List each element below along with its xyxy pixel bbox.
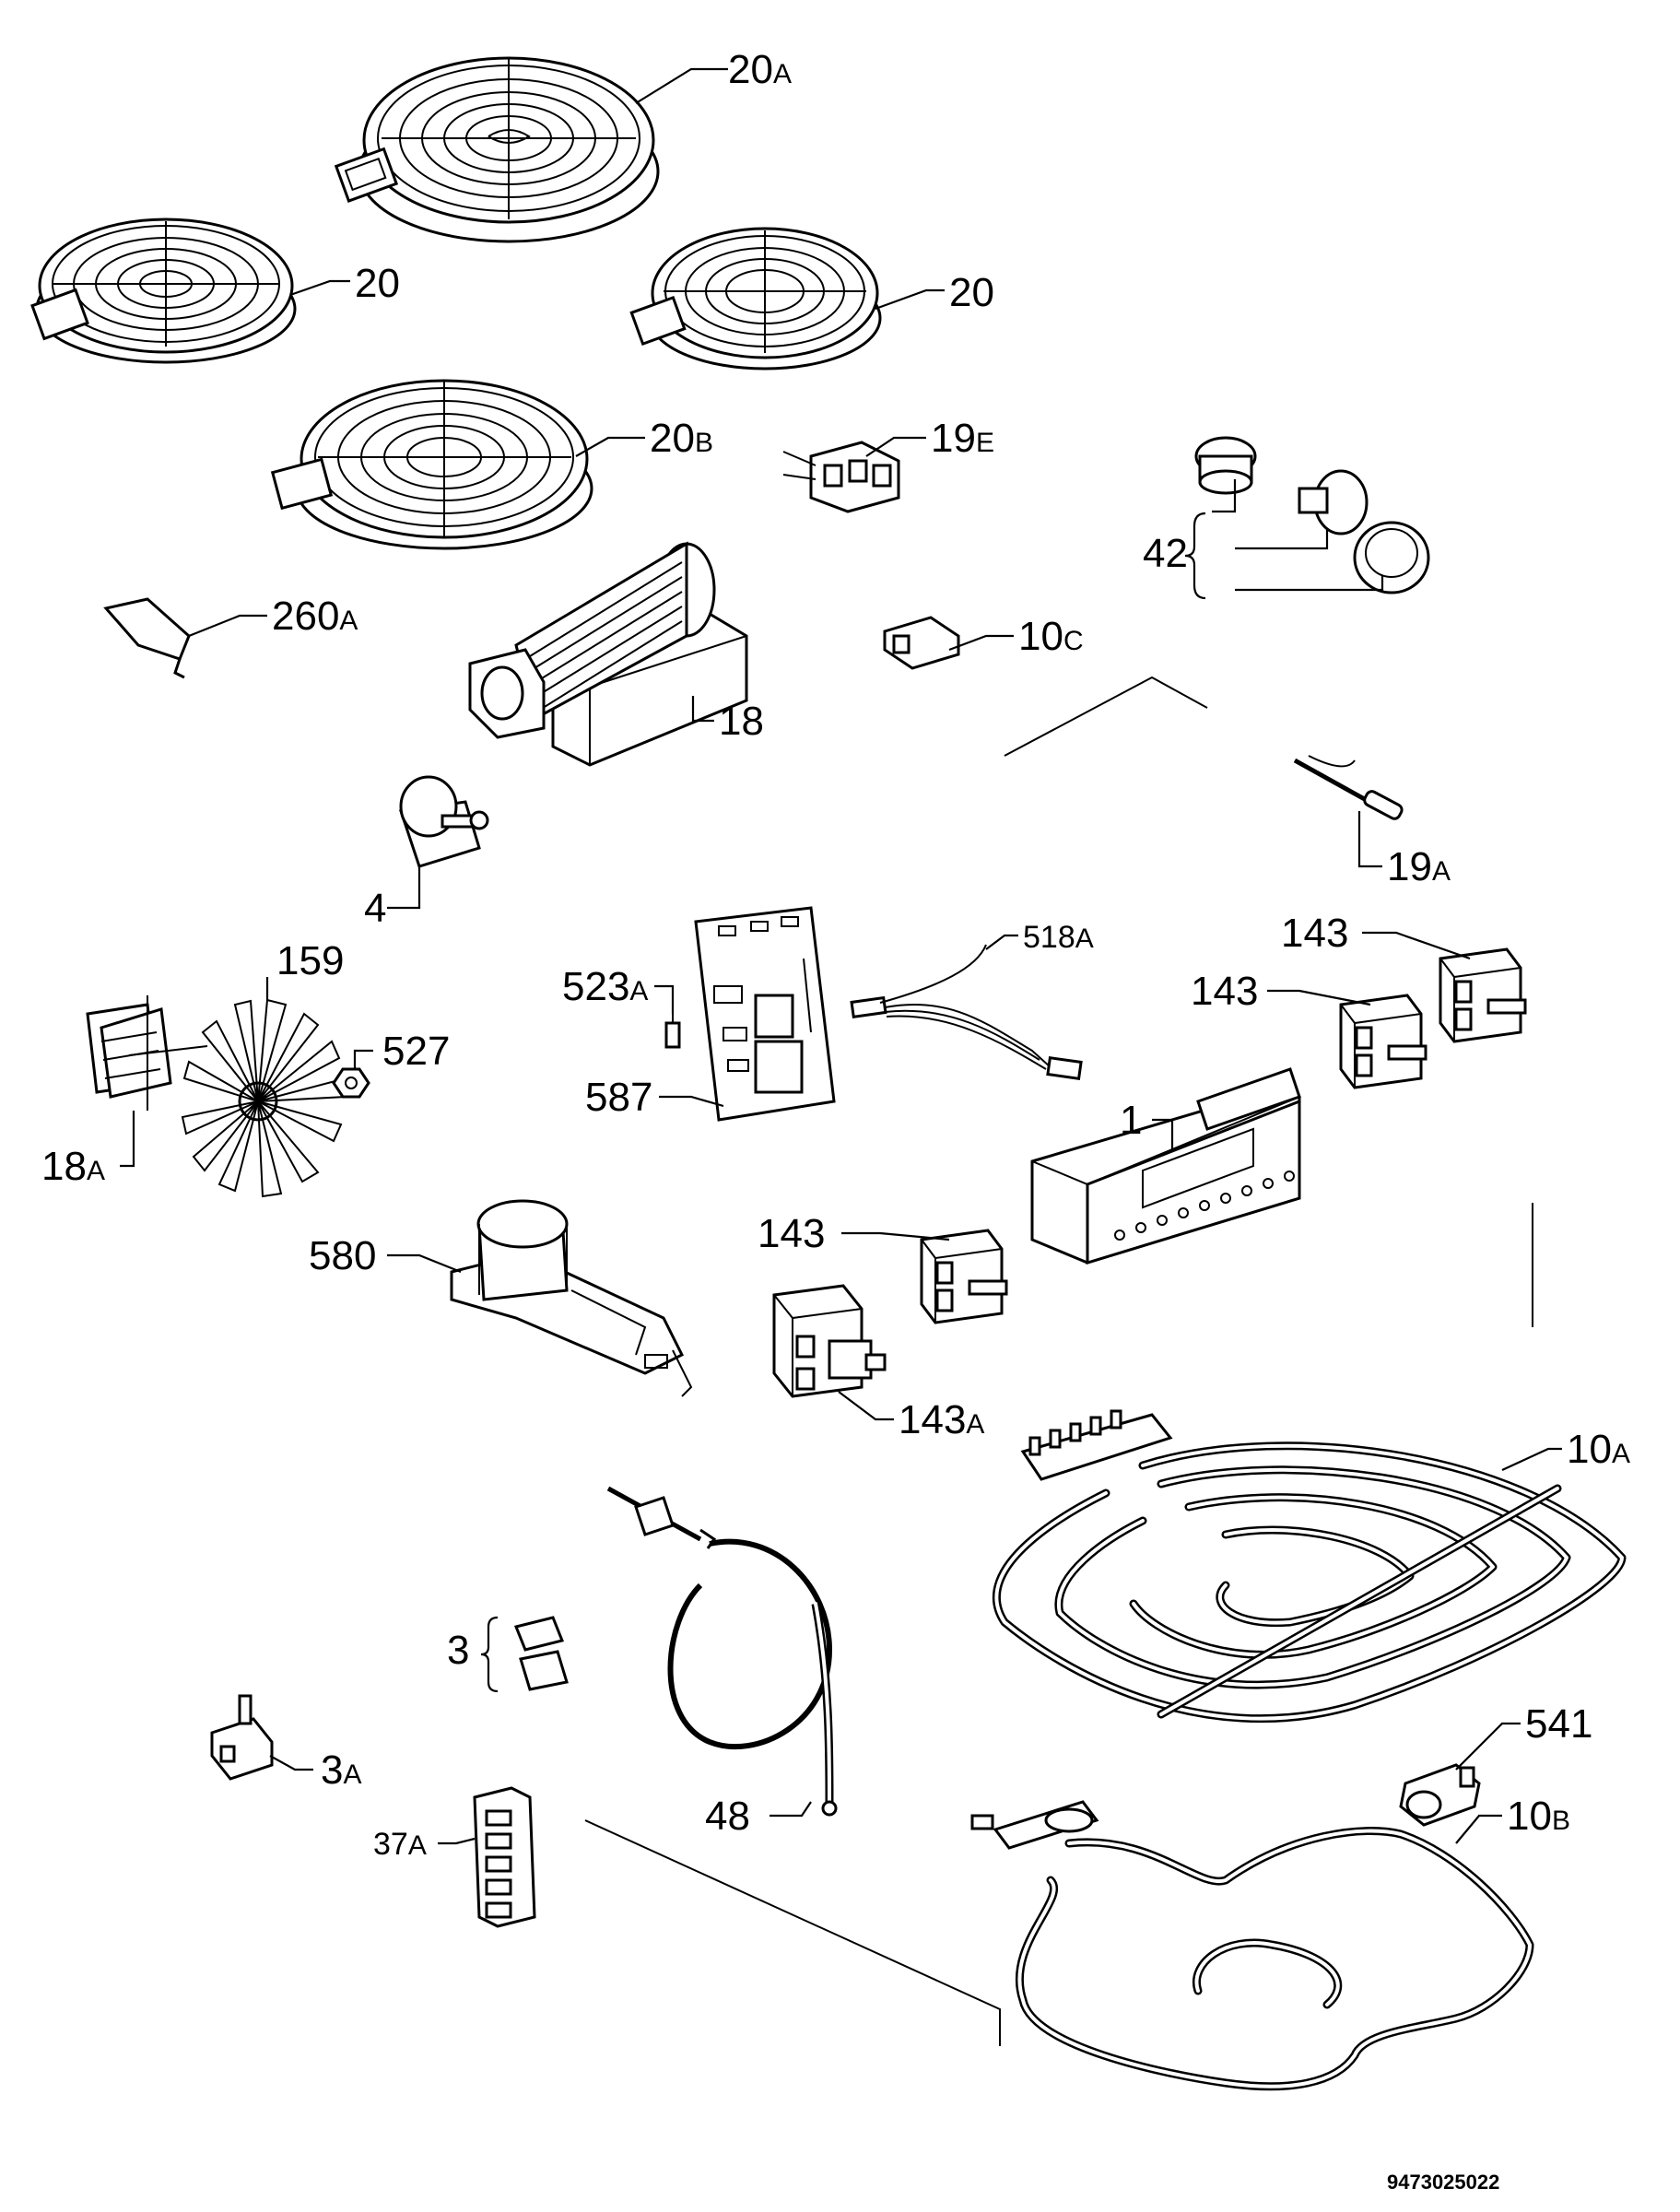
label-4: 4: [364, 886, 386, 931]
label-10c: 10C: [1018, 614, 1084, 659]
label-10b: 10B: [1507, 1794, 1570, 1839]
lamp-assembly-42: [1184, 436, 1430, 600]
terminal-block-37a: [473, 1786, 536, 1928]
lamp-holder-541: [1399, 1763, 1481, 1827]
label-260a: 260A: [272, 594, 358, 639]
drawing-number: 9473025022: [1387, 2171, 1499, 2194]
label-20a: 20A: [728, 47, 792, 92]
thermostat-3a: [210, 1694, 274, 1781]
motor-4: [399, 775, 489, 868]
connector-523a: [664, 1014, 681, 1049]
grill-element-10a: [993, 1409, 1627, 1724]
part-labels: 20A 20 20 20B 19E 42 260A 18 10C 19A 4 5…: [41, 47, 1630, 1862]
bracket-10c: [883, 616, 960, 670]
hotplate-20a: [334, 56, 660, 243]
bottom-element-10b: [970, 1800, 1534, 2091]
cabinet-outline-lines: [584, 676, 1533, 2046]
label-518a: 518A: [1023, 920, 1094, 955]
switch-143-low: [920, 1229, 1008, 1324]
clip-3: [480, 1616, 569, 1693]
label-541: 541: [1525, 1701, 1592, 1747]
switch-143-mid: [1339, 994, 1427, 1089]
label-20b: 20B: [650, 416, 713, 461]
label-527: 527: [382, 1029, 450, 1074]
label-19e: 19E: [931, 416, 994, 461]
label-42: 42: [1143, 531, 1188, 576]
switch-143-top: [1439, 947, 1527, 1043]
fan-motor-18a: [86, 995, 208, 1111]
label-143-low: 143: [758, 1211, 825, 1256]
label-580: 580: [309, 1233, 376, 1278]
label-18: 18: [719, 699, 764, 744]
switch-143a: [772, 1284, 887, 1398]
label-3: 3: [447, 1628, 469, 1673]
label-3a: 3A: [321, 1747, 362, 1793]
display-panel-1: [1030, 1067, 1301, 1265]
tangential-fan-18: [468, 541, 748, 767]
label-20-left: 20: [355, 261, 400, 306]
cable-harness-518a: [850, 944, 1083, 1080]
label-1: 1: [1120, 1098, 1142, 1143]
label-523a: 523A: [562, 964, 648, 1009]
leader-lines: [120, 67, 1562, 1845]
label-10a: 10A: [1567, 1427, 1630, 1472]
label-143-top: 143: [1281, 911, 1348, 956]
label-143a: 143A: [899, 1397, 984, 1442]
hotplate-20b: [270, 379, 593, 550]
label-37a: 37A: [373, 1827, 427, 1862]
label-48: 48: [705, 1794, 750, 1839]
temperature-sensor-19a: [1293, 755, 1404, 820]
label-159: 159: [276, 938, 344, 983]
terminal-block-19e: [782, 441, 900, 513]
label-143-mid: 143: [1191, 969, 1258, 1014]
control-board-587: [694, 906, 836, 1122]
hotplate-20-left: [30, 218, 297, 364]
hotplate-20-right: [629, 227, 882, 371]
label-19a: 19A: [1387, 844, 1451, 889]
bracket-260a: [103, 597, 191, 679]
rotisserie-motor-580: [450, 1199, 693, 1397]
meat-probe-48: [606, 1486, 838, 1817]
label-20-right: 20: [949, 270, 994, 315]
label-18a: 18A: [41, 1144, 105, 1189]
fan-blade-159: [181, 998, 347, 1198]
label-587: 587: [585, 1075, 652, 1120]
nut-527: [332, 1067, 370, 1099]
